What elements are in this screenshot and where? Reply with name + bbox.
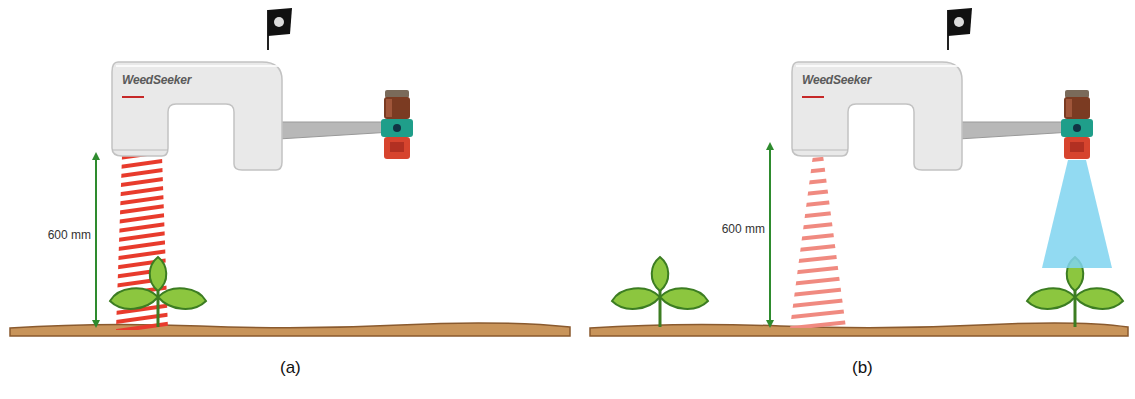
brand-name: WeedSeeker <box>802 73 871 87</box>
dimension-label: 600 mm <box>47 228 92 242</box>
panel-caption: (a) <box>280 358 301 378</box>
dimension-label: 600 mm <box>721 222 766 236</box>
brand-name: WeedSeeker <box>122 73 191 87</box>
panel-caption: (b) <box>852 358 873 378</box>
